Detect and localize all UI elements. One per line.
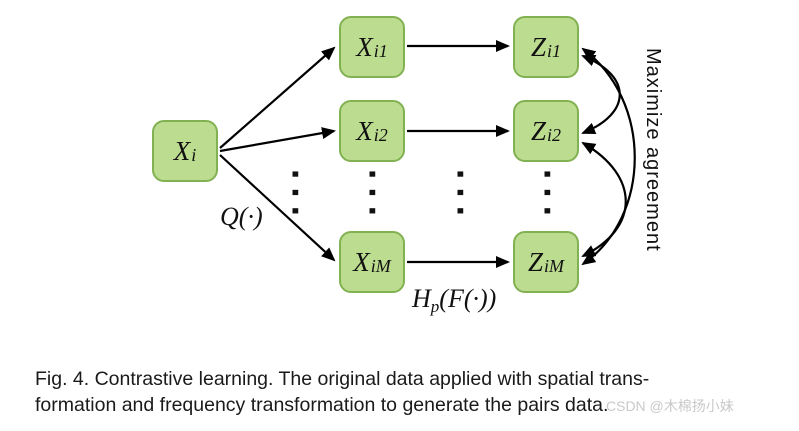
ellipsis-middle: ···	[442, 168, 477, 224]
arc-zi1-zi2	[581, 54, 621, 135]
node-xi-label: X	[173, 135, 191, 166]
node-xi-subscript: i	[191, 145, 197, 165]
node-xi1-subscript: i1	[373, 41, 388, 61]
caption-line2: formation and frequency transformation t…	[35, 394, 609, 416]
arc-zi2-zim	[581, 141, 627, 257]
node-xi2-subscript: i2	[373, 125, 388, 145]
label-hp-transform: Hp(F(·))	[412, 284, 496, 317]
arc-zi1-zim	[581, 47, 636, 266]
node-zi2-subscript: i2	[547, 125, 562, 145]
arrow-xi-to-xim	[219, 154, 336, 262]
node-xi2-label: X	[356, 115, 373, 146]
label-hp-args: (F(·))	[439, 284, 497, 313]
node-xi1-label: X	[356, 31, 373, 62]
node-zim-label: Z	[527, 246, 544, 277]
arrow-xi-to-xi1	[219, 46, 336, 149]
arrow-xi-to-xi2	[219, 127, 336, 153]
ellipsis-x-column: ···	[354, 168, 389, 224]
label-hp-subscript: p	[430, 296, 440, 316]
node-xim-subscript: iM	[370, 256, 391, 276]
ellipsis-fanout: ···	[277, 168, 312, 224]
label-q-transform: Q(·)	[220, 202, 263, 232]
label-hp-letter: H	[412, 284, 431, 313]
figure-caption: Fig. 4. Contrastive learning. The origin…	[35, 366, 797, 418]
node-zi1-subscript: i1	[547, 41, 562, 61]
label-q-letter: Q	[220, 202, 239, 231]
label-q-args: (·)	[238, 202, 263, 231]
node-zim-subscript: iM	[544, 256, 565, 276]
node-zi2-label: Z	[530, 115, 546, 146]
label-maximize-agreement: Maximize agreement	[642, 48, 664, 252]
caption-line1: Fig. 4. Contrastive learning. The origin…	[35, 368, 650, 390]
node-zi1-label: Z	[530, 31, 546, 62]
watermark: CSDN @木棉扬小妹	[606, 398, 734, 414]
node-xim-label: X	[353, 246, 370, 277]
ellipsis-z-column: ···	[529, 168, 564, 224]
